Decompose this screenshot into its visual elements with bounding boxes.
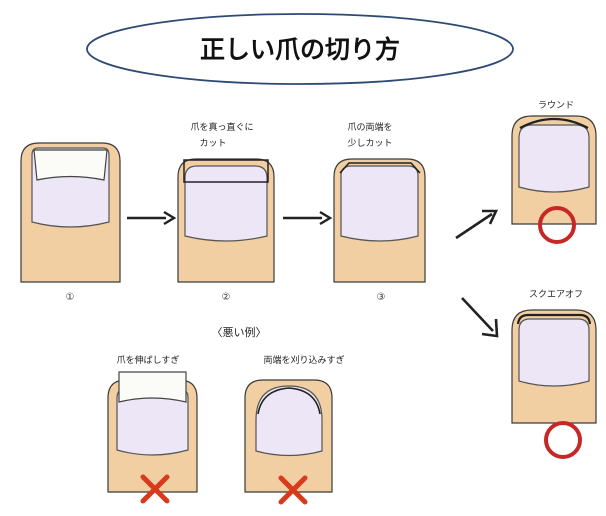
finger-step-1: ① (20, 142, 121, 303)
finger-square-off: スクエアオフ (511, 289, 597, 459)
bad-example-2-caption: 両端を刈り込みすぎ (263, 354, 344, 366)
round-cut-line (519, 118, 589, 129)
bad-example-deep: 両端を刈り込みすぎ (244, 354, 345, 505)
deep-cut-line (257, 387, 321, 415)
step-3-caption-line-2: 少しカット (347, 138, 392, 149)
ok-circle-square-off-icon (544, 421, 582, 459)
bad-examples-heading: 〈悪い例〉 (212, 325, 267, 339)
arrow-right-1-icon (127, 210, 177, 226)
nail-tip-long (33, 149, 108, 181)
arrow-right-2-icon (283, 210, 333, 226)
nail-tip-too-long (118, 371, 187, 403)
bad-cross-2-icon (278, 475, 308, 505)
nail-step-3 (340, 165, 419, 242)
nail-round (518, 124, 590, 193)
arrow-up-right-icon (455, 209, 499, 240)
arrow-down-right-icon (461, 297, 499, 338)
nail-cut-too-deep (255, 385, 323, 457)
title-banner: 正しい爪の切り方 (86, 13, 514, 85)
round-label: ラウンド (538, 100, 574, 111)
nail-square-off (518, 318, 590, 387)
step-number-3: ③ (377, 292, 386, 303)
title-ellipse (86, 13, 514, 85)
step-2-caption-line-1: 爪を真っ直ぐに (190, 121, 253, 133)
bad-example-1-caption: 爪を伸ばしすぎ (117, 354, 180, 366)
corner-cut-line (339, 162, 421, 174)
step-2-caption-line-2: カット (199, 138, 226, 149)
ok-circle-round-icon (538, 206, 576, 244)
step-3-caption-line-1: 爪の両端を (347, 121, 392, 133)
bad-example-long: 爪を伸ばしすぎ (107, 354, 198, 504)
page-title: 正しい爪の切り方 (200, 35, 400, 64)
square-off-label: スクエアオフ (529, 289, 583, 300)
finger-step-2: 爪を真っ直ぐに カット ② (177, 121, 275, 303)
bad-cross-1-icon (140, 474, 170, 504)
finger-step-3: 爪の両端を 少しカット ③ (333, 121, 426, 303)
step-number-1: ① (66, 292, 75, 303)
finger-round: ラウンド (511, 100, 597, 244)
nail-step-2 (184, 165, 268, 242)
square-off-cut-line (516, 313, 592, 325)
straight-cut-line (183, 159, 269, 183)
step-number-2: ② (222, 292, 231, 303)
